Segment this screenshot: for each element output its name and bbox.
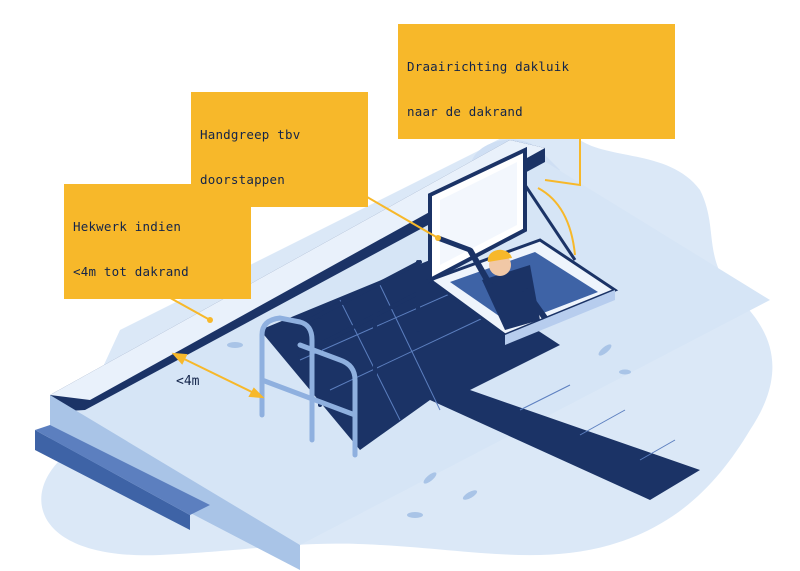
hatch-handle (435, 235, 473, 253)
leaves (227, 342, 631, 518)
roof-front-edge (50, 395, 300, 570)
hatch-side (505, 290, 615, 345)
callout-rotation: Draairichting dakluik naar de dakrand (398, 24, 675, 139)
distance-label: <4m (176, 374, 200, 389)
callout-handle-line1: Handgreep tbv (200, 127, 301, 142)
leader-dot (207, 317, 213, 323)
hatch-strut (523, 184, 577, 261)
callout-rotation-line1: Draairichting dakluik (407, 59, 570, 74)
roof-parapet-top (50, 140, 545, 400)
hatch-lid-glass (440, 162, 517, 265)
callout-handle-line2: doorstappen (200, 172, 285, 187)
roof-front-edge-dark (35, 430, 190, 530)
worker (467, 248, 548, 330)
callout-rotation-line2: naar de dakrand (407, 104, 523, 119)
railing (298, 260, 422, 407)
railing-front (259, 315, 358, 458)
callout-railing-line2: <4m tot dakrand (73, 264, 189, 279)
distance-arrow (171, 352, 265, 399)
callout-railing: Hekwerk indien <4m tot dakrand (64, 184, 251, 299)
callout-railing-line1: Hekwerk indien (73, 219, 182, 234)
leader-dot (435, 235, 441, 241)
roof-front-lip (35, 425, 210, 515)
